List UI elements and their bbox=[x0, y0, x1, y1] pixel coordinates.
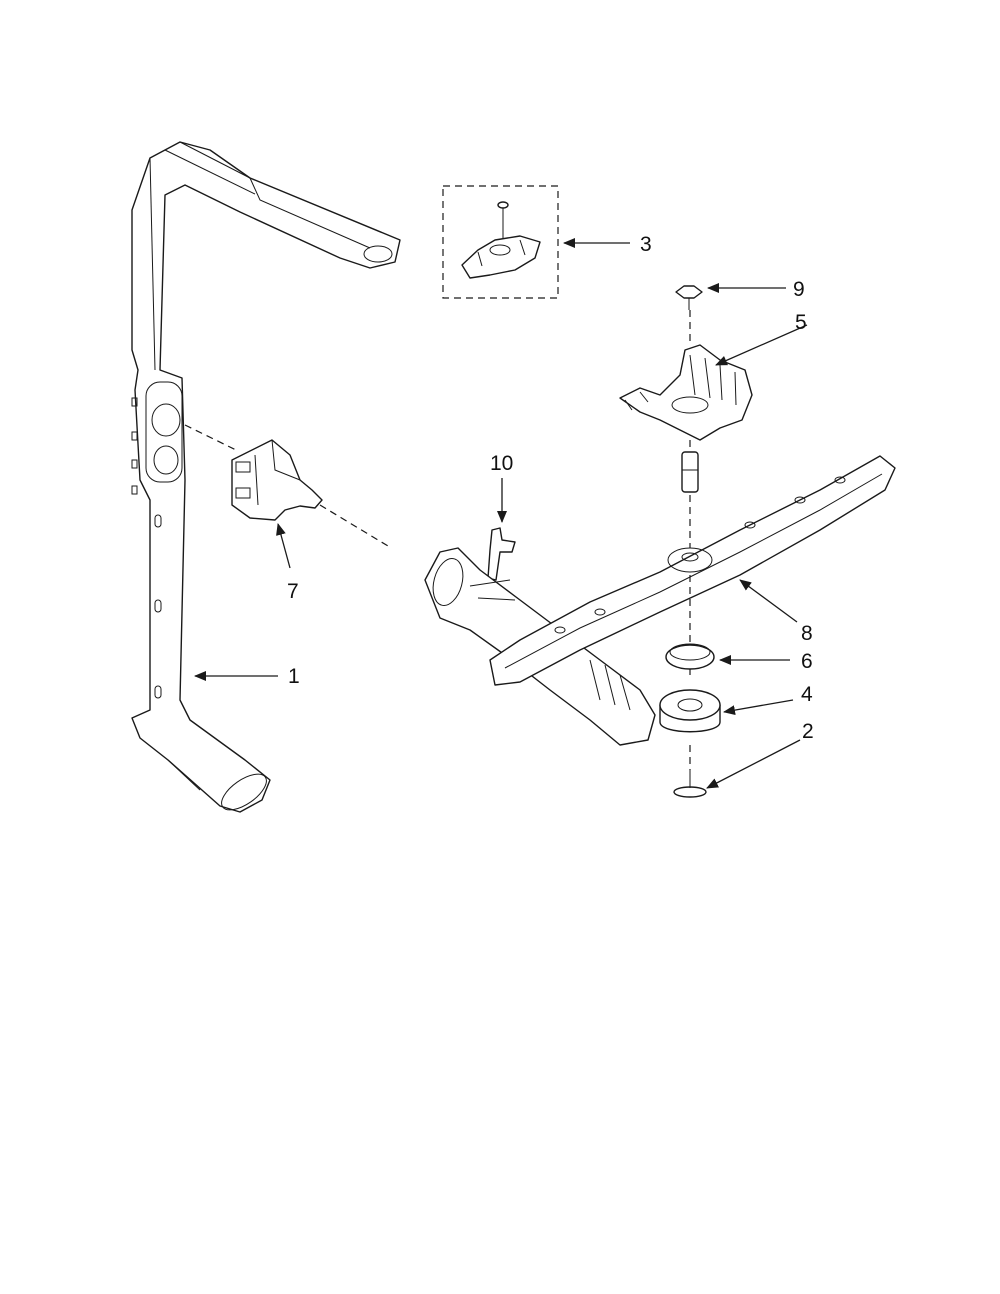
callout-4: 4 bbox=[801, 683, 813, 706]
sprayer-hub-part bbox=[619, 344, 753, 441]
spray-arm-part bbox=[424, 455, 896, 746]
callout-3: 3 bbox=[640, 233, 652, 256]
callout-10: 10 bbox=[490, 452, 513, 475]
leader-lines bbox=[194, 238, 808, 789]
manifold-valve-part bbox=[231, 439, 323, 521]
shaft-part bbox=[681, 451, 699, 493]
inset-detail-box bbox=[442, 185, 559, 299]
callout-6: 6 bbox=[801, 650, 813, 673]
bolt-part bbox=[673, 770, 707, 798]
callout-8: 8 bbox=[801, 622, 813, 645]
leader-7 bbox=[276, 523, 291, 569]
leader-5 bbox=[715, 324, 808, 366]
clip-part bbox=[487, 527, 516, 581]
callout-9: 9 bbox=[793, 278, 805, 301]
callout-5: 5 bbox=[795, 311, 807, 334]
leader-2 bbox=[706, 739, 801, 789]
callout-2: 2 bbox=[802, 720, 814, 743]
leader-8 bbox=[739, 579, 798, 623]
callout-7: 7 bbox=[287, 580, 299, 603]
leader-4 bbox=[723, 699, 794, 716]
screw-part bbox=[675, 285, 703, 310]
supply-tube-part bbox=[131, 141, 401, 813]
bearing-part bbox=[659, 689, 721, 733]
ring-part bbox=[665, 643, 715, 670]
callout-1: 1 bbox=[288, 665, 300, 688]
